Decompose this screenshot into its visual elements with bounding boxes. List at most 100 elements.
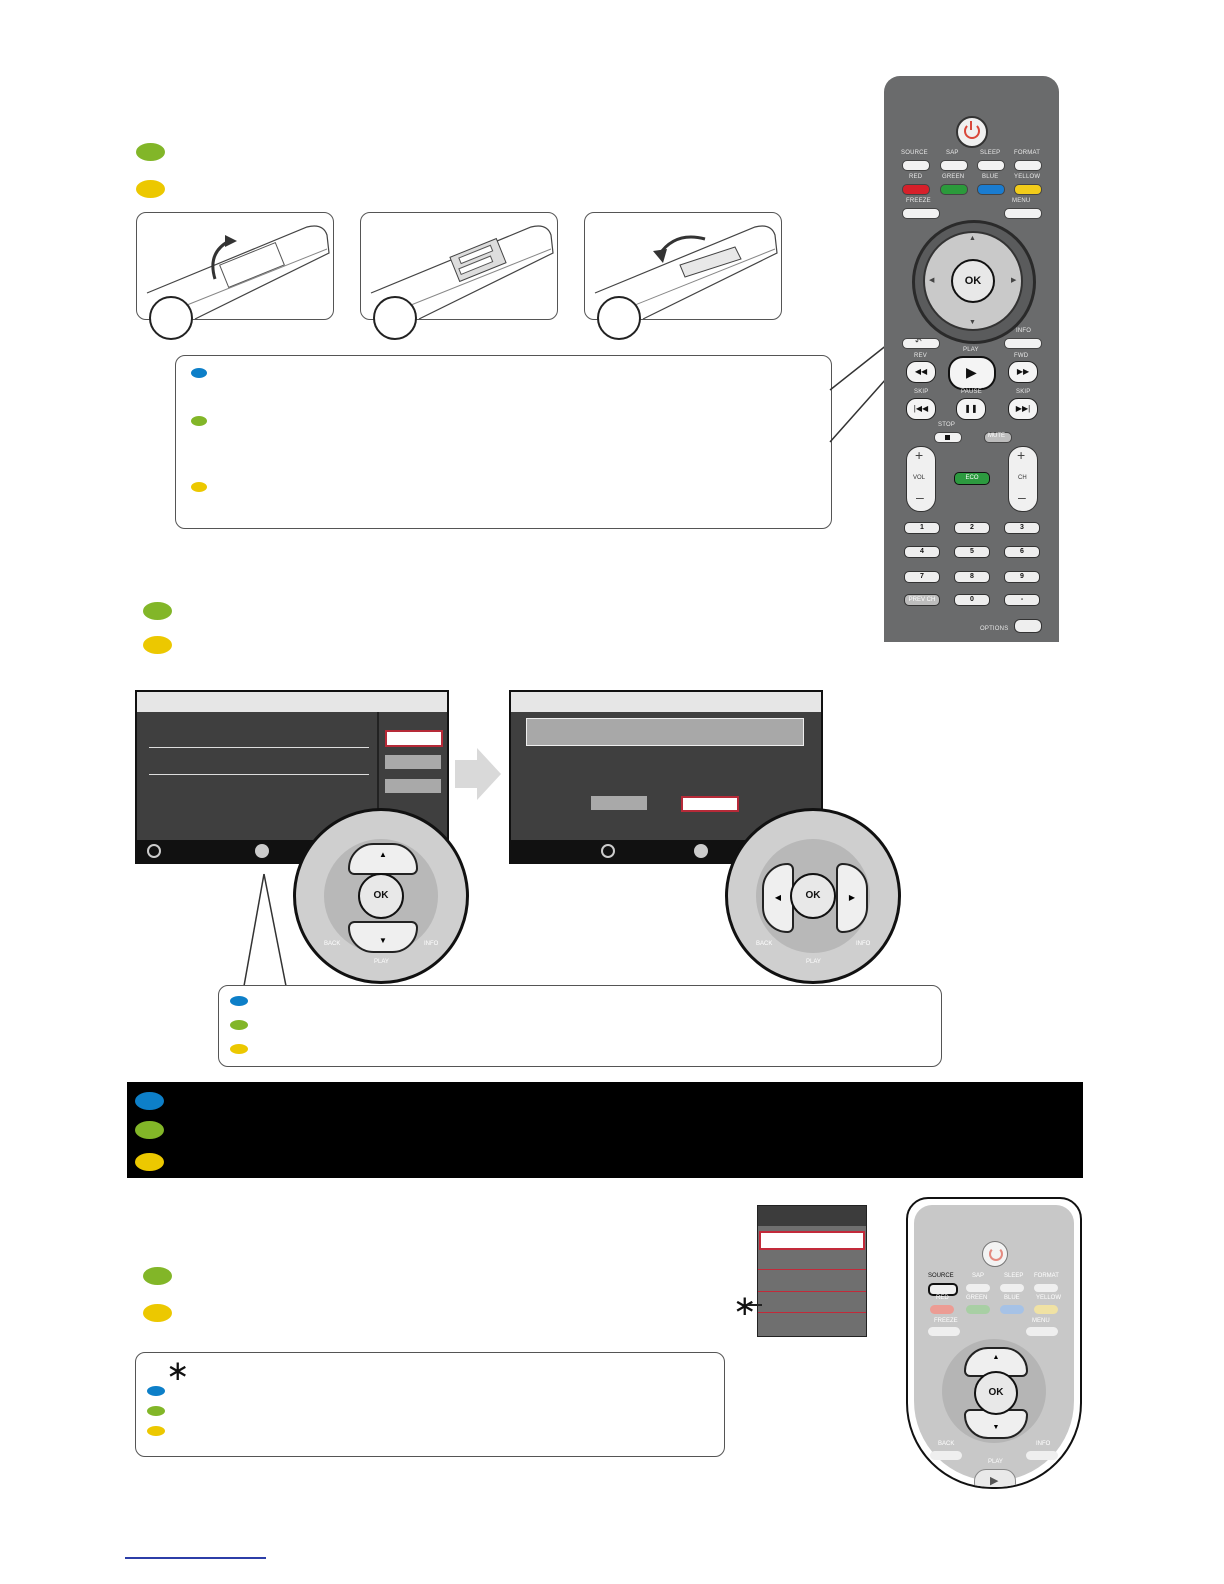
nav-hint-icon	[601, 844, 615, 858]
right-arrow-icon[interactable]: ▶	[1011, 277, 1017, 284]
skip-forward-button[interactable]: ▶▶|	[1008, 398, 1038, 420]
down-arrow-icon[interactable]: ▼	[969, 319, 976, 326]
info-button[interactable]	[1004, 338, 1042, 349]
battery-step-3	[584, 212, 782, 340]
dialog-button-1[interactable]	[591, 796, 647, 810]
mini-label-fwd: FWD	[1044, 1465, 1058, 1471]
mini-label-sap: SAP	[972, 1273, 985, 1279]
menu-title-bar	[511, 692, 821, 712]
key-6[interactable]: 6	[1004, 546, 1040, 558]
blue-button[interactable]	[977, 184, 1005, 195]
menu-option-selected[interactable]	[385, 730, 443, 747]
key-9[interactable]: 9	[1004, 571, 1040, 583]
ok-button[interactable]: OK	[951, 259, 995, 303]
source-button[interactable]	[902, 160, 930, 171]
mini-play-button[interactable]: ▶	[974, 1469, 1016, 1487]
power-button[interactable]	[956, 116, 988, 148]
green-bullet	[230, 1020, 248, 1030]
green-button[interactable]	[940, 184, 968, 195]
eco-button[interactable]: ECO	[954, 472, 990, 485]
footer-link-underline[interactable]	[125, 1557, 266, 1559]
pause-icon: ❚❚	[964, 404, 978, 413]
key-4[interactable]: 4	[904, 546, 940, 558]
menu-button[interactable]	[1004, 208, 1042, 219]
menu-option-2[interactable]	[385, 755, 441, 769]
sleep-button[interactable]	[977, 160, 1005, 171]
menu-title-bar	[137, 692, 447, 712]
label-back: BACK	[324, 941, 341, 947]
key-2[interactable]: 2	[954, 522, 990, 534]
mute-button[interactable]: MUTE	[984, 432, 1012, 443]
yellow-button[interactable]	[1014, 184, 1042, 195]
play-icon: ▶	[990, 1475, 999, 1487]
asterisk-pointer-line	[748, 1304, 762, 1306]
label-fwd: FWD	[1014, 353, 1029, 359]
stop-button[interactable]	[934, 432, 962, 443]
mini-label-red: RED	[936, 1295, 949, 1301]
mini-info-button[interactable]	[1026, 1451, 1058, 1460]
label-rev: REV	[914, 353, 927, 359]
ok-hint-icon	[255, 844, 269, 858]
asterisk-marker: ∗	[166, 1355, 190, 1386]
volume-rocker[interactable]: + VOL –	[906, 446, 936, 512]
key-0[interactable]: 0	[954, 594, 990, 606]
menu-note-box	[218, 985, 942, 1067]
label-sap: SAP	[946, 150, 959, 156]
mini-yellow-button[interactable]	[1034, 1305, 1058, 1314]
label-vol: VOL	[913, 475, 926, 481]
mini-green-button[interactable]	[966, 1305, 990, 1314]
options-button[interactable]	[1014, 619, 1042, 633]
blue-bullet	[147, 1386, 165, 1396]
key-3[interactable]: 3	[1004, 522, 1040, 534]
zoom-ok-button[interactable]: OK	[358, 873, 404, 919]
fast-forward-button[interactable]: ▶▶	[1008, 361, 1038, 383]
mini-source-button[interactable]	[928, 1283, 958, 1296]
mini-back-button[interactable]	[930, 1451, 962, 1460]
key-7[interactable]: 7	[904, 571, 940, 583]
label-green: GREEN	[942, 174, 965, 180]
key-5[interactable]: 5	[954, 546, 990, 558]
navigation-ring: ▲ ▼ ◀ ▶ OK	[912, 220, 1036, 344]
mini-freeze-button[interactable]	[928, 1327, 960, 1336]
menu-divider-2	[149, 774, 369, 775]
source-menu-header	[758, 1206, 866, 1226]
mini-menu-button[interactable]	[1026, 1327, 1058, 1336]
format-button[interactable]	[1014, 160, 1042, 171]
mini-red-button[interactable]	[930, 1305, 954, 1314]
skip-back-button[interactable]: |◀◀	[906, 398, 936, 420]
back-button[interactable]: ↶	[902, 337, 940, 349]
key-8[interactable]: 8	[954, 571, 990, 583]
up-arrow-highlight[interactable]: ▲	[348, 843, 418, 875]
mini-remote: SOURCE SAP SLEEP FORMAT RED GREEN BLUE Y…	[906, 1197, 1082, 1489]
menu-option-3[interactable]	[385, 779, 441, 793]
mini-label-sleep: SLEEP	[1004, 1273, 1024, 1279]
mini-power-button[interactable]	[982, 1241, 1008, 1267]
label-play: PLAY	[374, 959, 389, 965]
navpad-zoom-up-down: ▲ ▼ OK BACK INFO PLAY	[293, 808, 469, 984]
play-button[interactable]: ▶	[948, 356, 996, 390]
mini-label-blue: BLUE	[1004, 1295, 1020, 1301]
rewind-button[interactable]: ◀◀	[906, 361, 936, 383]
label-pause: PAUSE	[961, 389, 982, 395]
red-button[interactable]	[902, 184, 930, 195]
freeze-button[interactable]	[902, 208, 940, 219]
source-item-selected[interactable]	[759, 1231, 865, 1250]
prev-ch-button[interactable]: PREV CH	[904, 594, 940, 606]
key-dash[interactable]: -	[1004, 594, 1040, 606]
channel-rocker[interactable]: + CH –	[1008, 446, 1038, 512]
left-arrow-icon[interactable]: ◀	[929, 277, 935, 284]
mini-ok-button[interactable]: OK	[974, 1371, 1018, 1415]
mini-sleep-button[interactable]	[1000, 1284, 1024, 1292]
power-icon	[989, 1247, 1003, 1261]
down-arrow-highlight[interactable]: ▼	[348, 921, 418, 953]
pause-button[interactable]: ❚❚	[956, 398, 986, 420]
label-info: INFO	[856, 941, 871, 947]
zoom-ok-button[interactable]: OK	[790, 873, 836, 919]
mini-blue-button[interactable]	[1000, 1305, 1024, 1314]
up-arrow-icon[interactable]: ▲	[969, 235, 976, 242]
mini-sap-button[interactable]	[966, 1284, 990, 1292]
key-1[interactable]: 1	[904, 522, 940, 534]
sap-button[interactable]	[940, 160, 968, 171]
dialog-button-2-selected[interactable]	[681, 796, 739, 812]
mini-format-button[interactable]	[1034, 1284, 1058, 1292]
